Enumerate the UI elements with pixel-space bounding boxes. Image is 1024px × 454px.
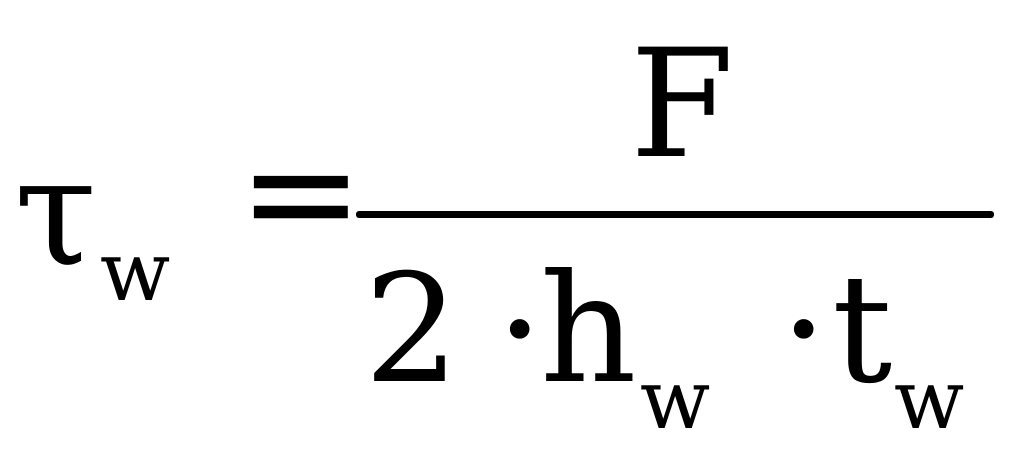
denominator-coefficient: 2 [364, 243, 460, 417]
thickness-subscript: w [894, 353, 965, 448]
tau-subscript: w [100, 225, 171, 320]
multiplication-dot: · [496, 243, 544, 417]
fraction-bar [356, 211, 994, 218]
height-subscript: w [640, 353, 711, 448]
tau-symbol: τ [14, 126, 97, 300]
height-symbol: h [540, 243, 637, 417]
equals-sign: = [238, 106, 364, 280]
multiplication-dot: · [780, 243, 828, 417]
numerator: F [630, 18, 735, 192]
thickness-symbol: t [832, 243, 893, 417]
